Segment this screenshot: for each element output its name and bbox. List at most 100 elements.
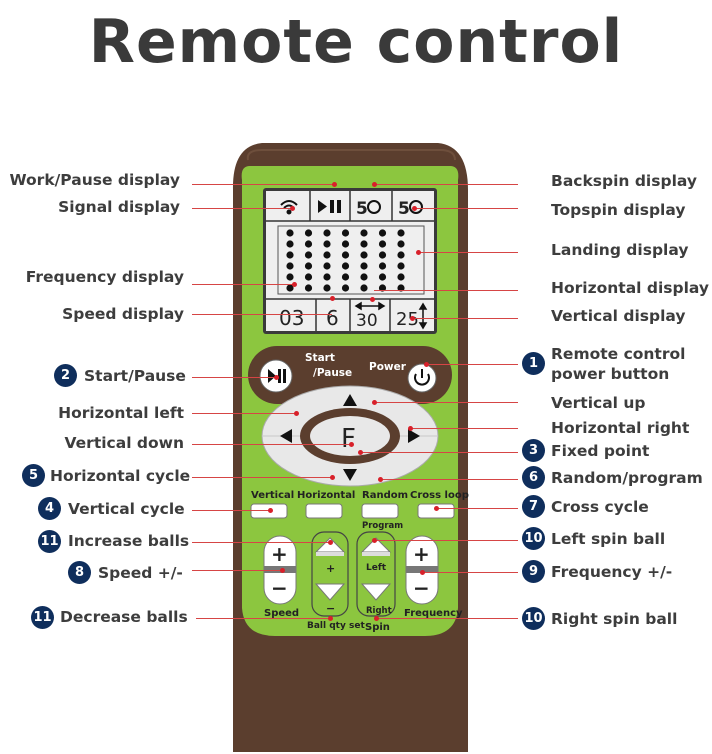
label-speed-plus-minus: Speed +/- — [98, 564, 183, 582]
leader-line — [424, 572, 518, 573]
leader-dot — [410, 316, 415, 321]
leader-dot — [330, 475, 335, 480]
badge-7: 7 — [522, 495, 545, 518]
label-speed-display: Speed display — [62, 305, 184, 323]
landing-dot — [323, 229, 331, 237]
landing-dot — [378, 273, 387, 281]
direction-pad: F — [261, 385, 439, 487]
horizontal-cycle-button — [305, 503, 343, 519]
leader-line — [192, 510, 270, 511]
spin-label: Spin — [365, 622, 390, 633]
random-label: Random — [362, 490, 408, 501]
program-label: Program — [362, 521, 403, 531]
badge-3: 3 — [522, 439, 545, 462]
leader-dot — [294, 411, 299, 416]
landing-dot — [286, 284, 294, 292]
landing-dot-matrix — [286, 229, 405, 292]
leader-dot — [330, 296, 335, 301]
ball-minus-glyph: − — [326, 602, 335, 615]
cross-loop-button — [417, 503, 455, 519]
label-horizontal-right: Horizontal right — [551, 419, 690, 437]
left-spin-label: Left — [366, 563, 387, 573]
landing-dot — [286, 251, 294, 259]
landing-dot — [397, 273, 405, 281]
leader-dot — [408, 426, 413, 431]
landing-dot — [304, 284, 313, 292]
leader-dot — [372, 538, 377, 543]
landing-dot — [286, 240, 294, 248]
landing-dot — [323, 273, 331, 281]
leader-line — [438, 508, 518, 509]
right-spin-button — [360, 583, 392, 601]
backspin-icon — [409, 200, 423, 214]
leader-dot — [292, 282, 297, 287]
topspin-value: 5 — [356, 199, 368, 219]
start-pause-label-line1: Start — [305, 352, 335, 364]
leader-line — [192, 413, 296, 414]
label-vertical-up: Vertical up — [551, 394, 646, 412]
label-backspin-display: Backspin display — [551, 172, 697, 190]
page-title: Remote control — [88, 7, 624, 77]
landing-dot — [397, 251, 405, 259]
vertical-cycle-label: Vertical — [251, 490, 294, 501]
horizontal-right-arrow — [408, 429, 420, 443]
leader-line — [192, 284, 294, 285]
landing-dot — [360, 284, 368, 292]
landing-dot — [304, 251, 313, 259]
ball-plus-glyph: + — [326, 562, 335, 575]
label-start-pause: Start/Pause — [84, 367, 186, 385]
vertical-arrow-icon — [418, 302, 428, 330]
label-signal-display: Signal display — [58, 198, 180, 216]
badge-10-left: 10 — [522, 527, 545, 550]
play-pause-display-icon — [318, 200, 341, 213]
leader-line — [416, 208, 518, 209]
leader-dot — [328, 540, 333, 545]
frequency-label: Frequency — [404, 608, 463, 619]
vertical-value: 25 — [396, 309, 419, 330]
landing-dot — [323, 240, 331, 248]
label-horizontal-left: Horizontal left — [58, 404, 184, 422]
badge-8: 8 — [68, 561, 91, 584]
leader-line — [192, 208, 292, 209]
horizontal-value: 30 — [356, 311, 378, 331]
leader-line — [192, 477, 332, 478]
leader-line — [376, 402, 518, 403]
landing-dot — [323, 251, 331, 259]
label-horizontal-cycle: Horizontal cycle — [50, 467, 191, 485]
label-right-spin-ball: Right spin ball — [551, 610, 678, 628]
badge-9: 9 — [522, 560, 545, 583]
fixed-point-label: F — [341, 424, 356, 454]
leader-dot — [424, 362, 429, 367]
label-frequency-display: Frequency display — [25, 268, 184, 286]
vertical-down-arrow — [343, 469, 357, 481]
frequency-minus-glyph: − — [413, 576, 430, 600]
topspin-icon — [367, 200, 381, 214]
leader-dot — [374, 616, 379, 621]
landing-dot — [341, 262, 350, 270]
landing-dot — [286, 273, 294, 281]
leader-line — [362, 452, 518, 453]
label-horizontal-display: Horizontal display — [551, 279, 709, 297]
leader-line — [196, 618, 330, 619]
landing-dot — [341, 229, 350, 237]
landing-dot — [378, 284, 387, 292]
label-vertical-down: Vertical down — [64, 434, 184, 452]
landing-dot — [397, 284, 405, 292]
leader-line — [192, 444, 352, 445]
leader-line — [382, 479, 518, 480]
label-work-pause-display: Work/Pause display — [9, 171, 180, 189]
leader-dot — [274, 375, 279, 380]
horizontal-left-arrow — [280, 429, 292, 443]
landing-dot — [341, 284, 350, 292]
landing-dot — [397, 229, 405, 237]
start-pause-label-line2: /Pause — [313, 367, 352, 379]
landing-dot — [378, 251, 387, 259]
leader-line — [414, 318, 518, 319]
leader-dot — [412, 206, 417, 211]
label-decrease-balls: Decrease balls — [60, 608, 188, 626]
landing-dot — [323, 284, 331, 292]
label-landing-display: Landing display — [551, 241, 689, 259]
ball-qty-set-label: Ball qty set — [307, 621, 365, 631]
landing-dot — [341, 251, 350, 259]
label-topspin-display: Topspin display — [551, 201, 686, 219]
